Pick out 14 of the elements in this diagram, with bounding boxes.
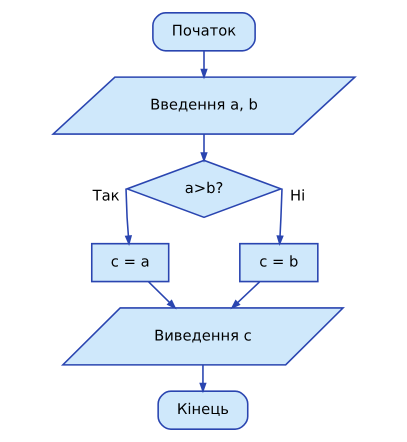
arrow [198, 364, 206, 394]
node-box: Кінець [156, 390, 248, 430]
edge-label: Ні [290, 188, 305, 205]
edge-label: Так [92, 188, 120, 205]
node-box: c = b [238, 242, 318, 282]
node-box: c = a [90, 242, 169, 282]
arrow [148, 281, 176, 310]
arrow [276, 188, 284, 246]
arrow [230, 281, 260, 310]
arrow [124, 188, 132, 246]
node-box: Початок [152, 12, 256, 52]
arrow [200, 50, 208, 80]
arrow [200, 134, 208, 163]
node-diamond: a>b? [124, 160, 283, 218]
